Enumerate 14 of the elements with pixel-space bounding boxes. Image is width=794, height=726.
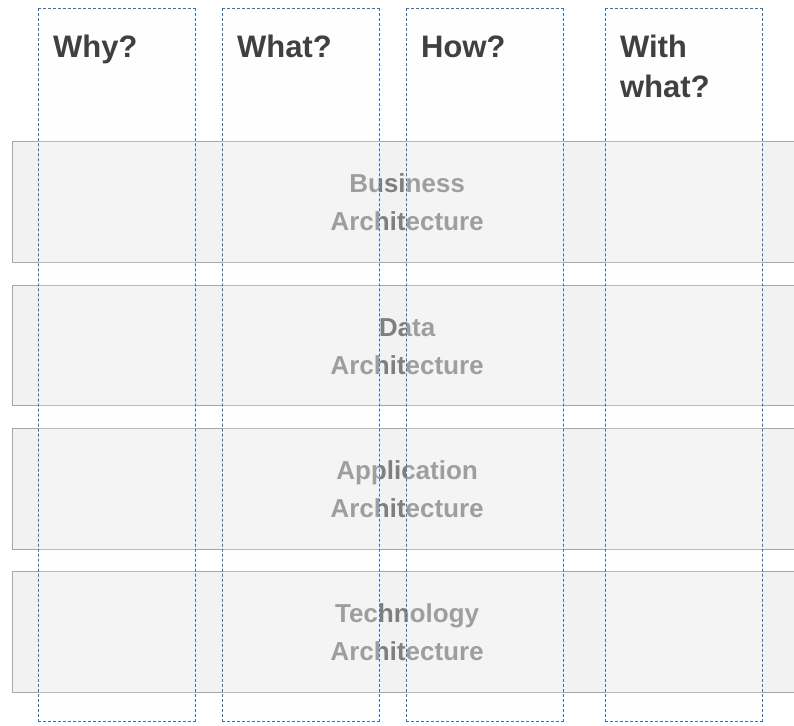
row-band xyxy=(12,141,794,263)
column-heading: Why? xyxy=(53,28,138,66)
row-band xyxy=(12,571,794,693)
row-band xyxy=(12,428,794,550)
column-heading: How? xyxy=(421,28,506,66)
row-label: Data Architecture xyxy=(329,310,485,382)
row-label: Technology Architecture xyxy=(329,597,485,668)
row-band xyxy=(12,285,794,406)
dashed-column xyxy=(605,8,763,722)
row-label: Business Architecture xyxy=(329,167,485,238)
row-label: Application Architecture xyxy=(329,454,485,525)
dashed-column xyxy=(38,8,196,722)
column-heading: What? xyxy=(237,28,333,66)
column-heading: With what? xyxy=(620,28,711,106)
